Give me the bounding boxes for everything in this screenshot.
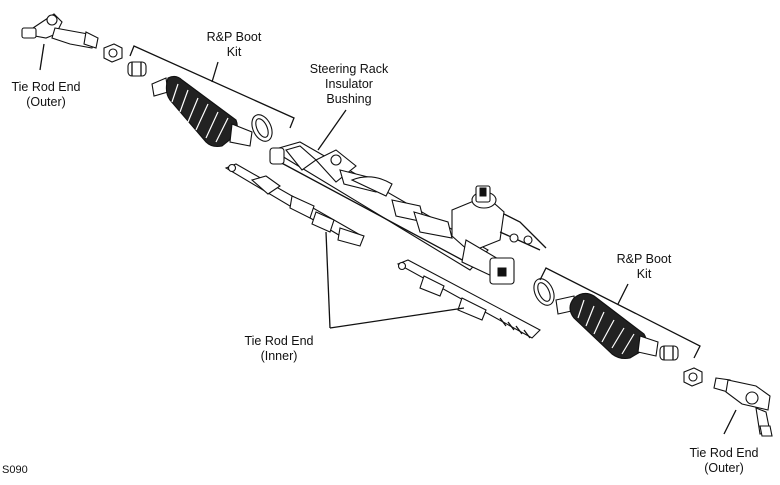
boot-clamp-large-left bbox=[251, 114, 273, 142]
bracket-right bbox=[539, 267, 701, 359]
boot-clamp-large-right bbox=[533, 278, 555, 306]
boot-clamp-small-left bbox=[127, 61, 147, 77]
label-line: (Inner) bbox=[260, 349, 298, 363]
figure-code: S090 bbox=[2, 464, 28, 476]
label-line: Kit bbox=[636, 267, 652, 281]
steering-rack-housing bbox=[269, 141, 489, 271]
label-tie-rod-end-inner: Tie Rod End (Inner) bbox=[234, 334, 324, 364]
rp-boot-right bbox=[555, 292, 659, 360]
jam-nut-left bbox=[103, 43, 123, 63]
label-line: (Outer) bbox=[26, 95, 66, 109]
label-line: Steering Rack bbox=[309, 62, 389, 76]
rp-boot-left bbox=[151, 75, 253, 148]
label-steering-rack-insulator-bushing: Steering Rack Insulator Bushing bbox=[294, 62, 404, 107]
inner-tie-rod-upper bbox=[224, 163, 365, 247]
outer-tie-rod-end-right bbox=[713, 377, 773, 437]
label-line: Tie Rod End bbox=[244, 334, 314, 348]
boot-clamp-small-right bbox=[659, 345, 679, 361]
outer-tie-rod-end-left bbox=[21, 13, 99, 49]
label-line: Insulator bbox=[325, 77, 373, 91]
label-line: Kit bbox=[226, 45, 242, 59]
label-line: R&P Boot bbox=[616, 252, 672, 266]
label-line: Tie Rod End bbox=[11, 80, 81, 94]
inner-tie-rod-lower bbox=[396, 259, 541, 339]
label-rp-boot-kit-left: R&P Boot Kit bbox=[198, 30, 270, 60]
bracket-left bbox=[129, 45, 295, 129]
pinion-valve-assembly bbox=[451, 185, 547, 285]
label-tie-rod-end-outer-left: Tie Rod End (Outer) bbox=[4, 80, 88, 110]
label-line: (Outer) bbox=[704, 461, 744, 475]
label-line: Bushing bbox=[326, 92, 372, 106]
label-rp-boot-kit-right: R&P Boot Kit bbox=[608, 252, 680, 282]
jam-nut-right bbox=[683, 367, 703, 387]
leader-lines bbox=[39, 43, 737, 435]
label-line: Tie Rod End bbox=[689, 446, 759, 460]
label-line: R&P Boot bbox=[206, 30, 262, 44]
label-tie-rod-end-outer-right: Tie Rod End (Outer) bbox=[680, 446, 768, 476]
